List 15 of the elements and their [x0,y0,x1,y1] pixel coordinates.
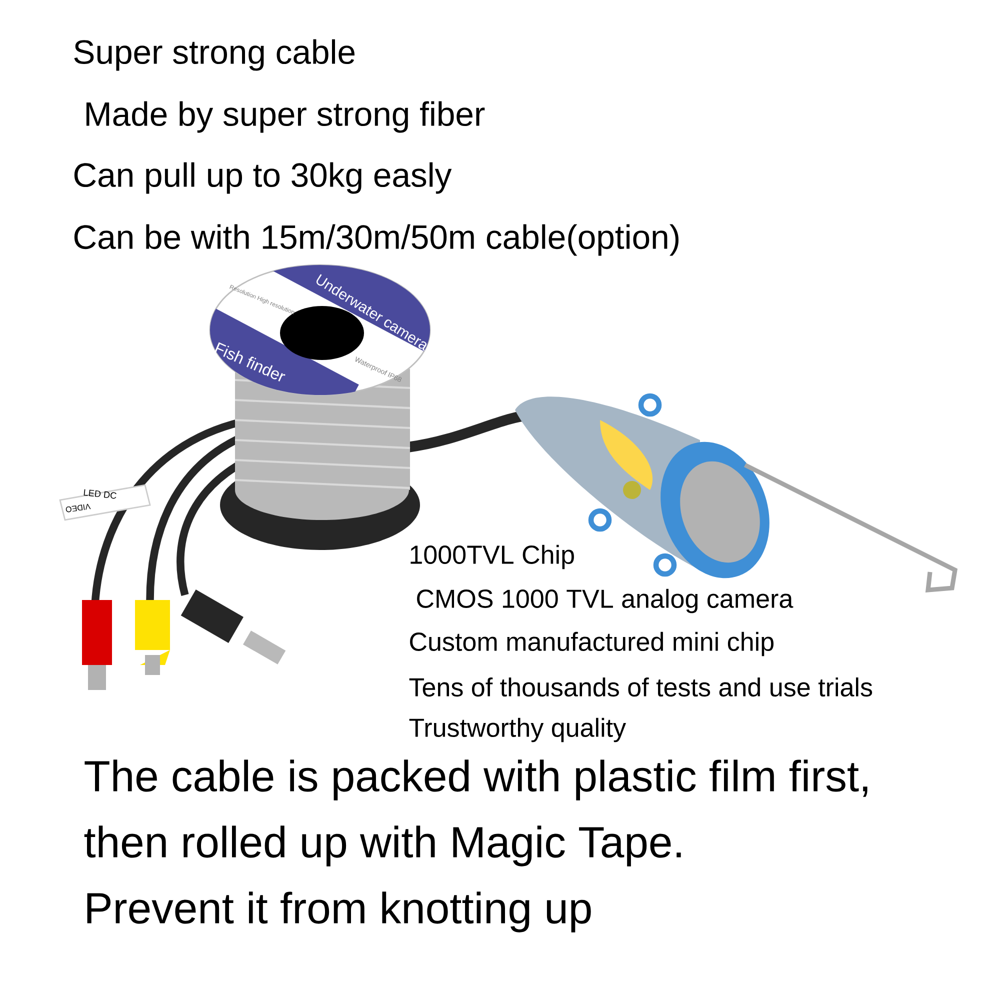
feature-text: Trustworthy quality [409,718,626,742]
feature-text: CMOS 1000 TVL analog camera [417,588,794,614]
caption-text: then rolled up with Magic Tape. [84,826,681,866]
feature-text: 1000TVL Chip [410,544,574,570]
feature-text: Can pull up to 30kg easly [74,162,452,194]
cable-tag-label: LED DC [84,489,116,499]
feature-text: Tens of thousands of tests and use trials [409,677,872,697]
feature-text: Custom manufactured mini chip [410,632,774,656]
feature-text: Made by super strong fiber [86,101,485,133]
caption-text: The cable is packed with plastic film first, [84,760,868,800]
caption-text: Prevent it from knotting up [87,892,591,932]
feature-text: Can be with 15m/30m/50m cable(option) [74,224,678,256]
cable-tag-label: VIDEO [66,504,91,512]
reel-label: Fish finder [214,342,286,382]
feature-text: Super strong cable [74,39,354,71]
